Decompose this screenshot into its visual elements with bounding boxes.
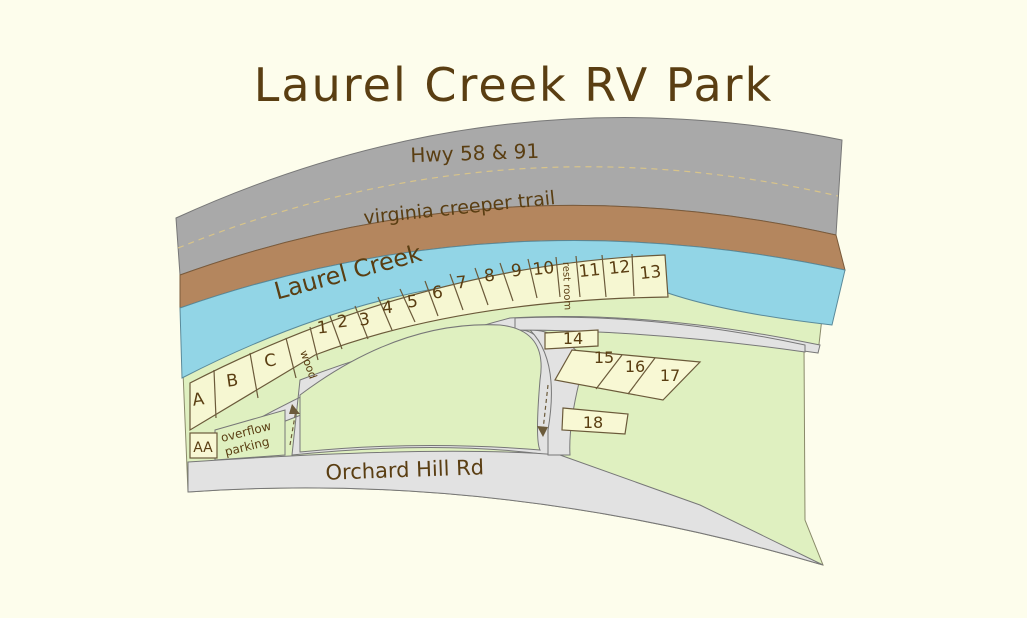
site-label-5: 5 (406, 292, 419, 313)
infield-grass (299, 324, 542, 453)
site-label-9: 9 (510, 261, 523, 282)
creek-band (179, 240, 846, 379)
site-label-7: 7 (455, 273, 468, 294)
site-label-4: 4 (381, 298, 394, 319)
site-label-a: A (191, 389, 206, 410)
site-label-6: 6 (431, 283, 444, 304)
road-label: Orchard Hill Rd (325, 455, 484, 485)
site-label-16: 16 (625, 357, 645, 376)
site-label-c: C (263, 350, 278, 371)
site-box-aa (189, 432, 218, 459)
site-label-13: 13 (639, 262, 663, 284)
site-label-17: 17 (660, 366, 680, 385)
site-label-b: B (225, 370, 239, 391)
site-strip (189, 254, 669, 432)
highway-centerline (177, 166, 839, 249)
rest-room-label: rest room (560, 262, 573, 311)
highway-label: Hwy 58 & 91 (410, 139, 540, 167)
arrow-up-icon (289, 404, 300, 414)
direction-arrows (289, 384, 549, 446)
site-label-aa: AA (193, 440, 213, 456)
map-title: Laurel Creek RV Park (253, 58, 774, 112)
arrow-down-icon (537, 426, 548, 437)
site-label-14: 14 (563, 329, 583, 348)
site-dividers (213, 253, 635, 419)
site-label-15: 15 (594, 348, 614, 367)
site-label-18: 18 (583, 413, 603, 432)
inner-site-boxes (544, 329, 702, 435)
site-label-2: 2 (336, 312, 349, 333)
site-label-3: 3 (358, 310, 371, 331)
site-label-10: 10 (532, 258, 556, 280)
site-label-1: 1 (316, 318, 329, 339)
site-label-8: 8 (483, 266, 496, 287)
site-label-11: 11 (578, 260, 602, 282)
site-label-12: 12 (608, 257, 632, 279)
